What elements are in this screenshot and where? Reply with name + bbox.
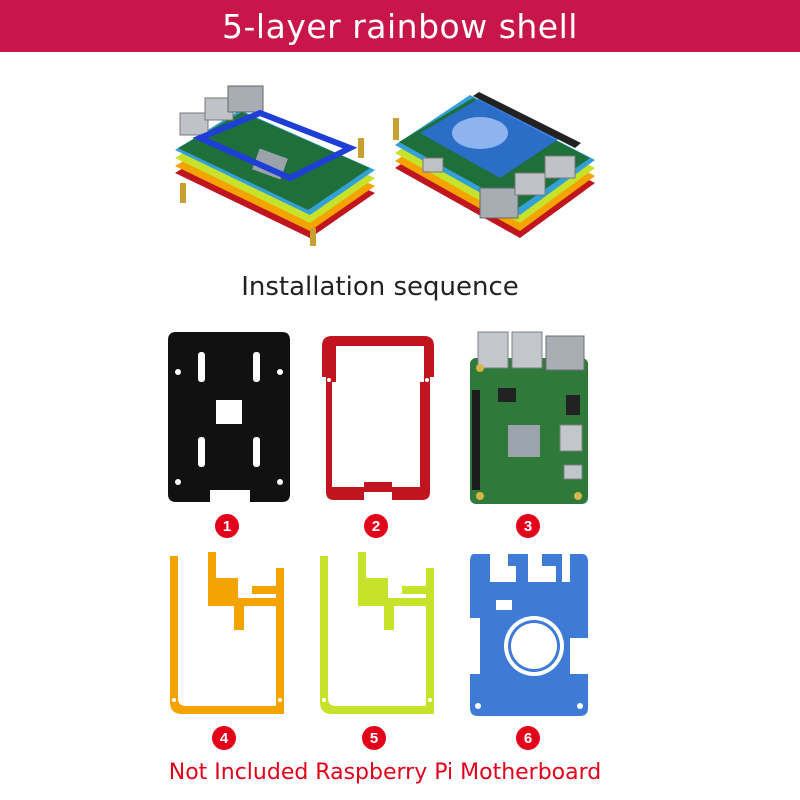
base-plate-black-icon [168, 332, 290, 502]
top-plate-blue-icon [470, 554, 588, 716]
part-4-orange-frame [166, 548, 292, 718]
installation-sequence-label: Installation sequence [241, 272, 519, 302]
part-1-number-badge: 1 [215, 514, 239, 538]
part-4-number-badge: 4 [212, 726, 236, 750]
assembled-case-photo-right [385, 78, 610, 263]
assembled-case-photo-left [160, 78, 385, 263]
part-5-number-badge: 5 [362, 726, 386, 750]
frame-orange-icon [170, 552, 284, 714]
title-banner: 5-layer rainbow shell [0, 0, 800, 52]
frame-lime-icon [320, 552, 434, 714]
not-included-note: Not Included Raspberry Pi Motherboard [168, 760, 602, 785]
frame-red-icon [322, 336, 434, 500]
part-6-number-badge: 6 [516, 726, 540, 750]
part-3-raspberry-pi-board [468, 330, 590, 506]
part-6-blue-top-plate [466, 548, 592, 720]
part-2-red-frame [318, 332, 438, 504]
part-3-number-badge: 3 [516, 514, 540, 538]
banner-title: 5-layer rainbow shell [222, 6, 578, 46]
part-5-lime-frame [316, 548, 442, 718]
part-2-number-badge: 2 [364, 514, 388, 538]
part-1-base-plate [168, 332, 290, 504]
raspberry-pi-board-icon [470, 331, 588, 504]
